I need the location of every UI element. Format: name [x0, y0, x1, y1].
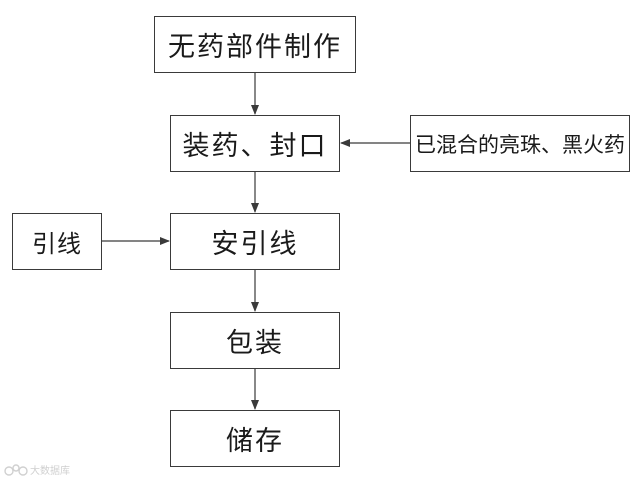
step-3-box: 安引线 [170, 213, 340, 270]
step-2-box: 装药、封口 [170, 115, 340, 172]
left-input-label: 引线 [32, 230, 82, 258]
right-input-label: 已混合的亮珠、黑火药 [415, 132, 625, 157]
left-input-box: 引线 [12, 213, 102, 270]
step-4-box: 包装 [170, 312, 340, 369]
step-3-label: 安引线 [211, 229, 299, 260]
step-5-box: 储存 [170, 410, 340, 467]
watermark-text: 大数据库 [30, 466, 70, 477]
right-input-box: 已混合的亮珠、黑火药 [410, 115, 630, 172]
watermark-logo-icon [4, 463, 28, 476]
step-1-box: 无药部件制作 [154, 16, 356, 73]
step-1-label: 无药部件制作 [168, 32, 342, 63]
step-4-label: 包装 [226, 328, 284, 359]
step-5-label: 储存 [226, 426, 284, 457]
watermark: 大数据库 [4, 462, 70, 477]
step-2-label: 装药、封口 [182, 131, 328, 162]
